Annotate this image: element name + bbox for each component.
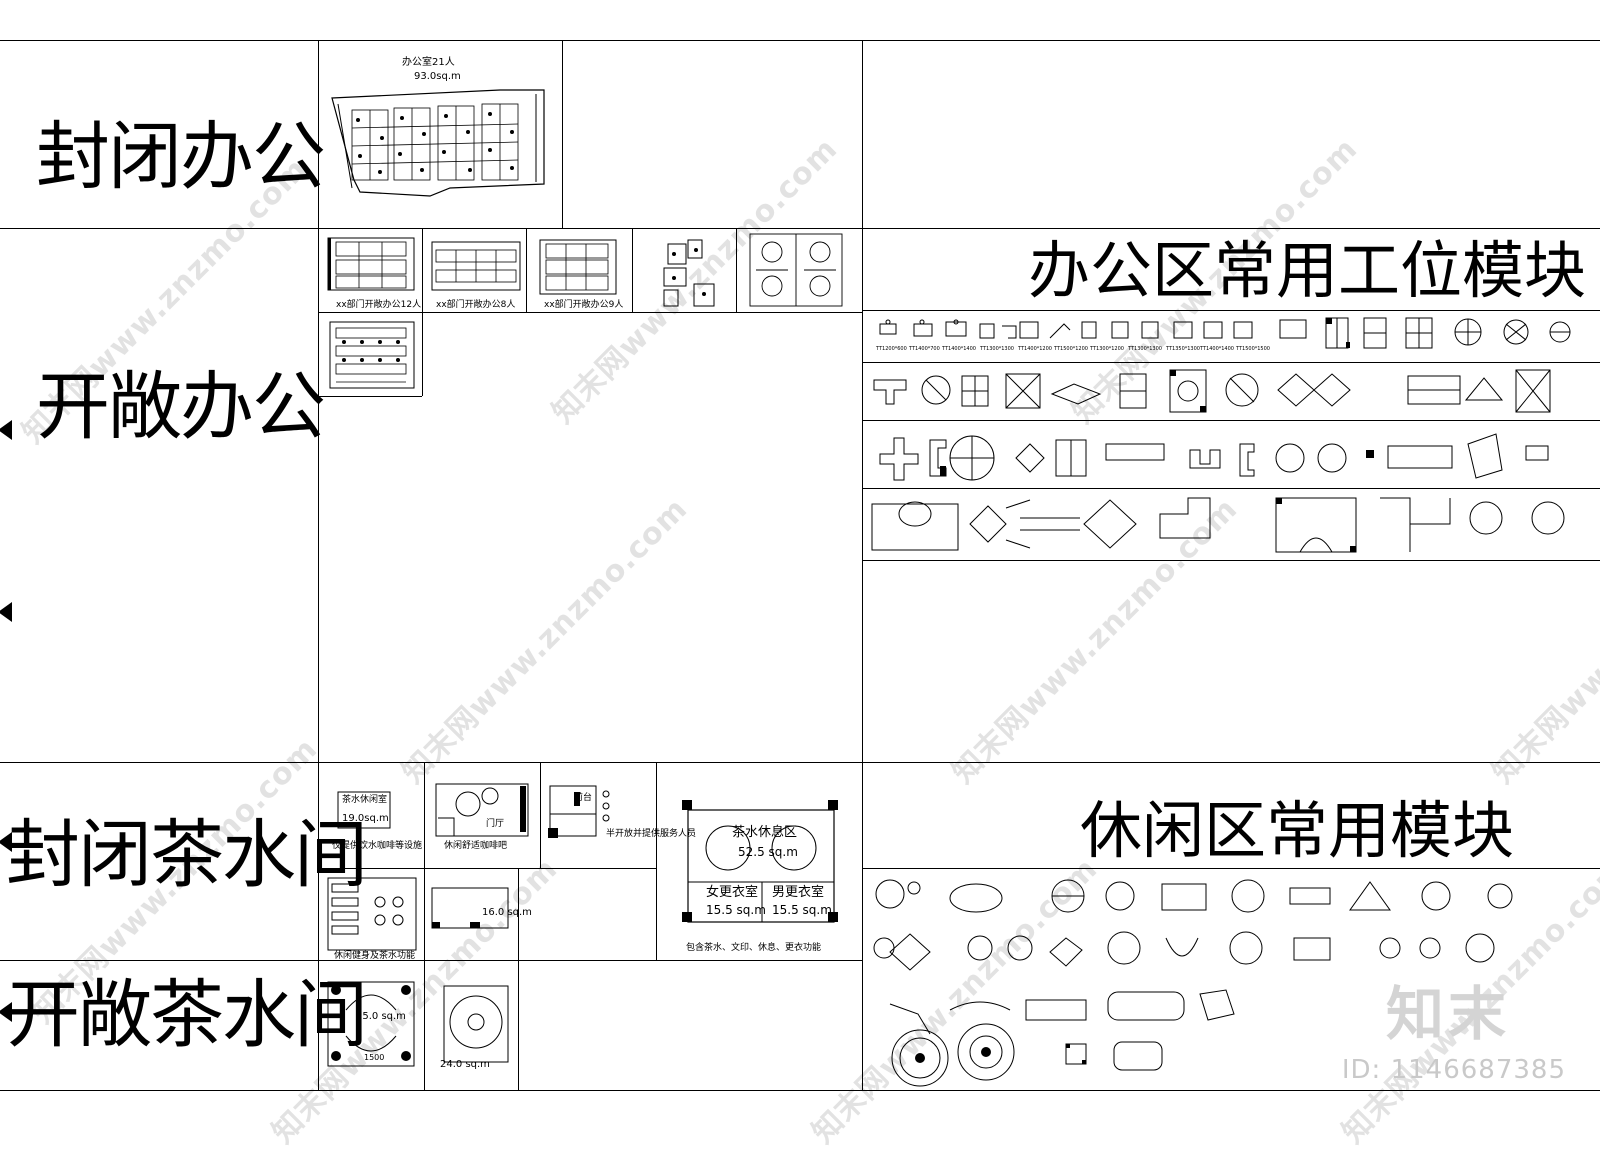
closed-office-area: 93.0sq.m [414,71,461,82]
grid-col-divider [562,40,563,228]
open-office-caption-8: xx部门开敞办公8人 [436,300,516,310]
ws-size-label: TT1300*1300 [1128,346,1162,352]
grid-row-divider [318,868,656,869]
section-title-closed-office: 封闭办公 [36,114,326,200]
grid-col-divider [862,40,863,1090]
module-row-divider [862,560,1600,561]
pantry-1-title: 茶水休闲室 [342,795,388,805]
pantry-1-area: 19.0sq.m [342,813,389,824]
open-office-plan-bench [329,321,415,389]
pantry-plan-1 [337,791,391,829]
module-row-divider [862,420,1600,421]
workstation-module-row-4 [871,497,1565,553]
open-office-plan-9 [539,239,617,295]
pantry-plan-5 [431,887,509,929]
ws-size-label: TT1500*1200 [1054,346,1088,352]
pantry-1-caption: 仅提供饮水咖啡等设施 [332,841,423,851]
open-office-plan-8 [431,241,521,291]
pantry-6-area-female: 15.5 sq.m [706,903,766,917]
grid-row-divider [0,228,1600,229]
ws-size-label: TT1300*1200 [1090,346,1124,352]
ws-size-label: TT1400*1400 [942,346,976,352]
pantry-plan-6 [682,800,838,923]
section-title-open-pantry: 开敞茶水间 [6,972,368,1058]
ws-size-label: TT1400*1400 [1200,346,1234,352]
ws-size-label: TT1400*700 [909,346,940,352]
grid-col-divider [540,762,541,868]
pantry-6-caption: 包含茶水、文印、休息、更衣功能 [686,943,822,953]
pantry-plan-2 [435,783,529,837]
workstation-module-row-1 [879,317,1571,349]
module-row-divider [862,488,1600,489]
ws-size-label: TT1200*600 [876,346,907,352]
module-row-divider [862,868,1600,869]
open-office-plan-radial [749,233,843,307]
closed-office-floorplan [331,89,545,197]
open-pantry-plan-2 [443,985,509,1063]
pantry-5-area: 16.0 sq.m [482,907,532,918]
grid-row-divider [0,960,862,961]
section-marker [0,420,12,440]
section-marker [0,832,12,852]
section-title-closed-pantry: 封闭茶水间 [6,812,368,898]
ws-size-label: TT1300*1300 [980,346,1014,352]
pantry-6-area: 52.5 sq.m [738,845,798,859]
grid-row-divider [0,762,1600,763]
pantry-2-caption: 休闲舒适咖啡吧 [444,841,508,851]
open-office-caption-12: xx部门开敞办公12人 [336,300,422,310]
open-pantry-1-area: 25.0 sq.m [356,1011,406,1022]
pantry-3-caption: 半开放并提供服务人员 [606,829,697,839]
heading-leisure-modules: 休闲区常用模块 [1080,794,1515,867]
leisure-modules-grid [873,879,1513,1087]
open-pantry-plan-1 [327,981,415,1067]
section-marker [0,1002,12,1022]
watermark-id: ID: 1146687385 [1341,1055,1566,1085]
grid-bottom-border [0,1090,1600,1091]
pantry-4-caption: 休闲健身及茶水功能 [334,951,416,961]
watermark-brand: 知末 [1385,980,1510,1048]
section-title-open-office: 开敞办公 [36,364,326,450]
grid-row-divider [318,396,422,397]
grid-col-divider [736,228,737,312]
open-office-caption-9: xx部门开敞办公9人 [544,300,624,310]
heading-workstation-modules: 办公区常用工位模块 [1028,234,1587,307]
watermark-text: 知末网www.znzmo.com [395,491,695,791]
grid-col-divider [656,762,657,960]
open-pantry-1-dim: 1500 [364,1053,385,1062]
grid-col-divider [526,228,527,312]
pantry-6-room-female: 女更衣室 [706,885,759,900]
grid-col-divider [422,228,423,396]
pantry-plan-4 [327,877,417,951]
workstation-module-row-2 [873,369,1551,413]
closed-office-room-label: 办公室21人 [402,57,455,68]
grid-col-divider [518,868,519,1090]
open-pantry-2-area: 24.0 sq.m [440,1059,490,1070]
workstation-module-row-3 [879,433,1549,481]
module-row-divider [862,310,1600,311]
pantry-2-label: 门厅 [486,819,505,829]
grid-top-border [0,40,1600,41]
pantry-6-area-male: 15.5 sq.m [772,903,832,917]
pantry-3-label: 前台 [574,793,593,803]
grid-col-divider [424,960,425,1090]
grid-col-divider [632,228,633,312]
open-office-plan-12 [327,237,415,291]
grid-col-divider [318,40,319,1090]
ws-size-label: TT1500*1500 [1236,346,1270,352]
pantry-plan-3 [548,785,610,838]
grid-col-divider [424,762,425,960]
pantry-6-room-male: 男更衣室 [772,885,825,900]
section-marker [0,602,12,622]
ws-size-label: TT1350*1300 [1166,346,1200,352]
module-row-divider [862,362,1600,363]
ws-size-label: TT1400*1200 [1018,346,1052,352]
open-office-plan-l [663,239,715,307]
pantry-6-zone: 茶水休息区 [732,825,798,840]
grid-row-divider [318,312,862,313]
